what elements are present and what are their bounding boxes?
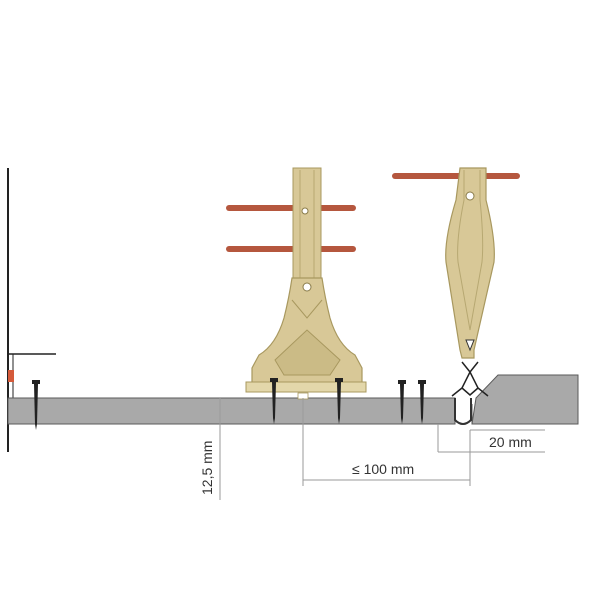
body-hole	[302, 282, 312, 292]
dimension-lines	[302, 398, 545, 486]
spacing-label: ≤ 100 mm	[352, 461, 414, 477]
adjacent-board	[454, 374, 579, 425]
hanger-rod	[226, 246, 356, 252]
screw	[335, 378, 343, 424]
screw	[270, 378, 278, 424]
small-ceiling-hanger	[392, 167, 520, 397]
hanger-rod	[392, 173, 520, 179]
screw	[418, 380, 426, 424]
large-ceiling-hanger	[226, 167, 367, 400]
screw	[32, 380, 40, 430]
board-thickness-label: 12,5 mm	[199, 441, 215, 495]
rod-hole	[301, 207, 309, 215]
spring-clip	[451, 361, 489, 397]
joint-channel	[454, 398, 472, 425]
screw	[398, 380, 406, 424]
hanger-rod	[226, 205, 356, 211]
hook-hole	[465, 191, 475, 201]
wall-tape	[8, 370, 14, 382]
plasterboard	[7, 397, 456, 500]
edge-offset-label: 20 mm	[489, 434, 532, 450]
screws	[32, 378, 426, 430]
